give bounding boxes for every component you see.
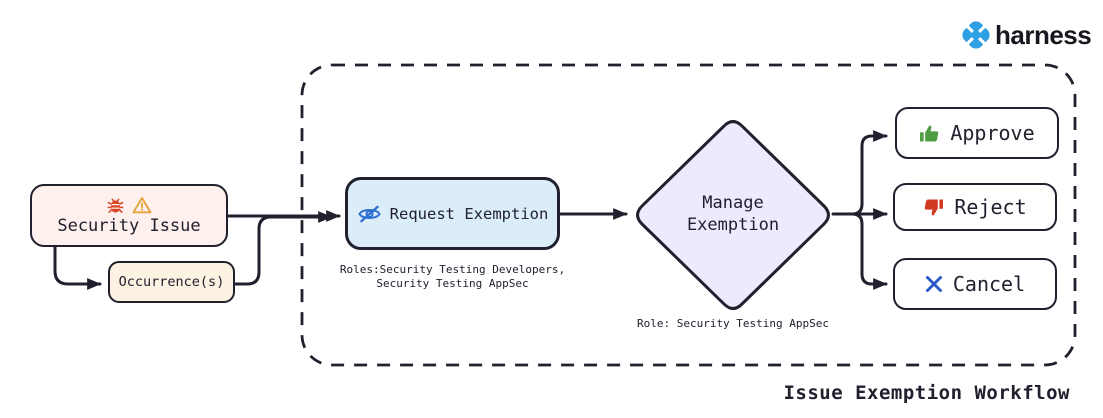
request-exemption-label: Request Exemption bbox=[389, 204, 549, 223]
x-icon bbox=[925, 275, 943, 293]
workflow-caption: Issue Exemption Workflow bbox=[783, 382, 1070, 404]
manage-exemption-diamond bbox=[636, 120, 830, 310]
harness-logo: harness bbox=[959, 18, 1092, 52]
roles-line-2: Security Testing AppSec bbox=[376, 277, 529, 290]
node-approve: Approve bbox=[895, 107, 1059, 159]
request-exemption-roles-note: Roles:Security Testing Developers, Secur… bbox=[330, 263, 575, 291]
thumbs-down-icon bbox=[923, 198, 944, 217]
manage-exemption-line-1: Manage bbox=[702, 193, 764, 213]
edge-security-to-occurrence bbox=[53, 245, 102, 290]
security-issue-icons bbox=[106, 195, 152, 215]
cancel-label: Cancel bbox=[952, 272, 1026, 296]
node-cancel: Cancel bbox=[893, 258, 1057, 310]
node-request-exemption: Request Exemption bbox=[345, 177, 560, 250]
bug-icon bbox=[106, 196, 125, 214]
manage-exemption-line-2: Exemption bbox=[686, 215, 780, 235]
edge-manage-to-approve bbox=[850, 130, 888, 216]
manage-exemption-label: Manage Exemption bbox=[633, 192, 833, 236]
harness-logo-icon bbox=[959, 18, 993, 52]
security-issue-label: Security Issue bbox=[57, 216, 201, 236]
reject-label: Reject bbox=[954, 195, 1027, 219]
harness-logo-text: harness bbox=[995, 19, 1092, 50]
roles-line-1: Roles:Security Testing Developers, bbox=[339, 263, 566, 276]
node-reject: Reject bbox=[893, 183, 1057, 231]
eye-slash-icon bbox=[357, 204, 382, 224]
node-occurrences: Occurrence(s) bbox=[108, 261, 235, 303]
warning-icon bbox=[132, 196, 152, 214]
occurrences-label: Occurrence(s) bbox=[118, 274, 225, 290]
thumbs-up-icon bbox=[919, 124, 940, 143]
edge-occurrence-to-request bbox=[233, 211, 333, 286]
node-security-issue: Security Issue bbox=[30, 184, 228, 247]
approve-label: Approve bbox=[950, 121, 1035, 145]
edge-manage-to-cancel bbox=[850, 212, 888, 290]
manage-exemption-role-note: Role: Security Testing AppSec bbox=[636, 317, 830, 330]
workflow-boundary bbox=[300, 63, 1077, 367]
